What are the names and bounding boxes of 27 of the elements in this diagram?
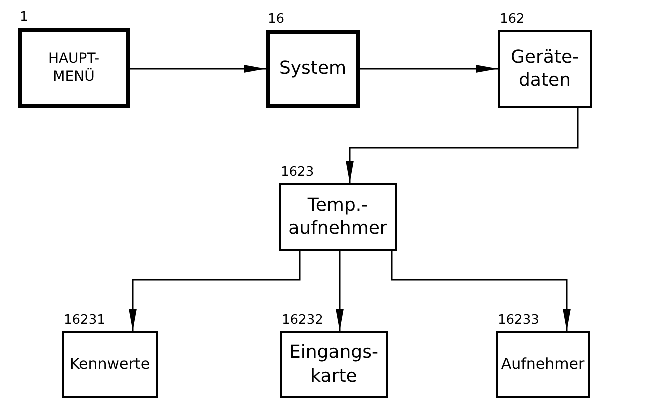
menu-number: 16231: [64, 313, 106, 328]
arrow: [391, 251, 571, 331]
box-label: Geräte- daten: [510, 46, 580, 92]
menu-box: [498, 30, 592, 108]
menu-box: [18, 28, 130, 108]
box-label: Temp.- aufnehmer: [288, 194, 388, 240]
menu-box: [280, 331, 388, 398]
box-label: HAUPT- MENÜ: [47, 50, 101, 86]
menu-box: [266, 30, 360, 108]
arrow: [346, 108, 579, 183]
box-label: Aufnehmer: [500, 354, 586, 374]
menu-number: 16233: [498, 313, 540, 328]
box-label: Eingangs- karte: [288, 341, 380, 388]
arrow: [130, 65, 266, 73]
arrow: [336, 251, 344, 331]
arrow: [129, 251, 301, 331]
menu-number: 1: [20, 10, 28, 25]
menu-number: 16232: [282, 313, 324, 328]
arrow: [360, 65, 498, 73]
menu-number: 1623: [281, 165, 314, 180]
menu-box: [496, 331, 590, 398]
menu-box: [62, 331, 158, 398]
menu-box: [279, 183, 397, 251]
box-label: Kennwerte: [68, 354, 152, 374]
menu-number: 162: [500, 12, 525, 27]
menu-number: 16: [268, 12, 285, 27]
box-label: System: [278, 57, 348, 81]
